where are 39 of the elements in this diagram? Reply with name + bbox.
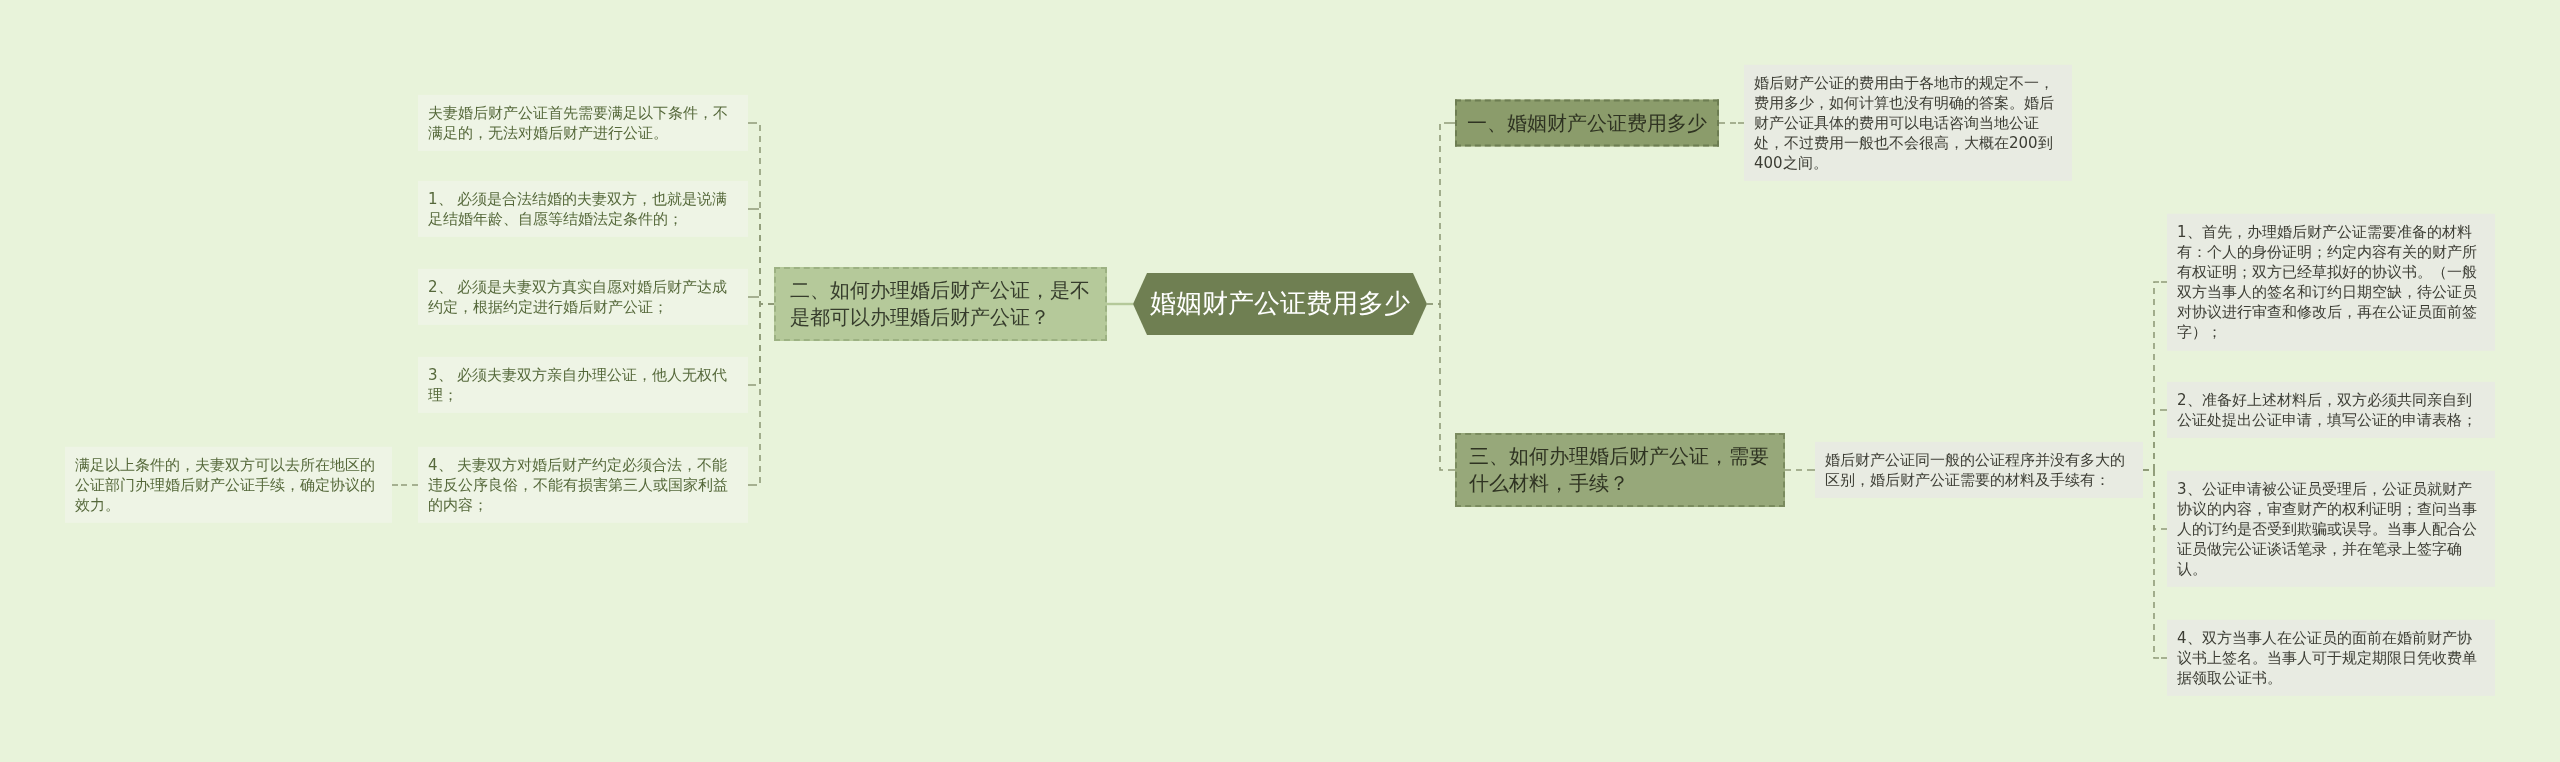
topic-text: 二、如何办理婚后财产公证，是不是都可以办理婚后财产公证？ xyxy=(790,277,1091,331)
note-card xyxy=(418,180,748,238)
note-text: 婚后财产公证的费用由于各地市的规定不一，费用多少，如何计算也没有明确的答案。婚后财产公证具体的费用可以电话咨询当地公证处，不过费用一般也不会很高，大概在200到400之间。 xyxy=(1754,72,2055,174)
note-card xyxy=(418,356,748,414)
note-card xyxy=(2167,619,2495,697)
connector-line xyxy=(391,484,419,486)
topic-box xyxy=(774,267,1107,341)
note-card xyxy=(2167,213,2495,351)
note-text: 1、首先，办理婚后财产公证需要准备的材料有：个人的身份证明；约定内容有关的财产所有权证明；双方已经草拟好的协议书。（一般双方当事人的签名和订约日期空缺，待公证员对协议进行审查和修改后，再在公证员面前签字）； xyxy=(2177,221,2478,343)
note-card xyxy=(418,94,748,152)
topic-text: 一、婚姻财产公证费用多少 xyxy=(1467,109,1707,137)
note-card xyxy=(418,446,748,524)
connector-line xyxy=(1718,122,1745,124)
note-text: 1、 必须是合法结婚的夫妻双方，也就是说满足结婚年龄、自愿等结婚法定条件的； xyxy=(428,188,729,230)
note-text: 婚后财产公证同一般的公证程序并没有多大的区别，婚后财产公证需要的材料及手续有： xyxy=(1825,449,2126,491)
note-card xyxy=(1744,64,2072,182)
note-text: 满足以上条件的，夫妻双方可以去所在地区的公证部门办理婚后财产公证手续，确定协议的效力。 xyxy=(75,454,376,516)
connector-line xyxy=(1784,469,1816,471)
topic-text: 三、如何办理婚后财产公证，需要什么材料，手续？ xyxy=(1469,443,1770,497)
connector-line xyxy=(1107,302,1133,306)
note-card xyxy=(2167,470,2495,588)
note-card xyxy=(1815,441,2143,499)
note-text: 3、公证申请被公证员受理后，公证员就财产协议的内容，审查财产的权利证明；查问当事人的订约是否受到欺骗或误导。当事人配合公证员做完公证谈话笔录，并在笔录上签字确认。 xyxy=(2177,478,2478,580)
note-text: 2、准备好上述材料后，双方必须共同亲自到公证处提出公证申请，填写公证的申请表格； xyxy=(2177,389,2478,431)
note-card xyxy=(2167,381,2495,439)
note-card xyxy=(418,268,748,326)
connector-line xyxy=(1426,303,1456,471)
connector-line xyxy=(2142,469,2168,659)
note-text: 2、 必须是夫妻双方真实自愿对婚后财产达成约定，根据约定进行婚后财产公证； xyxy=(428,276,729,318)
note-text: 4、 夫妻双方对婚后财产约定必须合法，不能违反公序良俗，不能有损害第三人或国家利益的内容； xyxy=(428,454,729,516)
note-text: 3、 必须夫妻双方亲自办理公证，他人无权代理； xyxy=(428,364,729,406)
note-text: 4、双方当事人在公证员的面前在婚前财产协议书上签名。当事人可于规定期限日凭收费单据领取公证书。 xyxy=(2177,627,2478,689)
note-card xyxy=(65,446,392,524)
topic-title: 婚姻财产公证费用多少 xyxy=(1150,287,1410,321)
topic-box xyxy=(1455,433,1785,507)
topic-box xyxy=(1455,99,1719,147)
note-text: 夫妻婚后财产公证首先需要满足以下条件，不满足的，无法对婚后财产进行公证。 xyxy=(428,102,729,144)
central-topic xyxy=(1133,273,1427,335)
connector-line xyxy=(747,303,775,486)
